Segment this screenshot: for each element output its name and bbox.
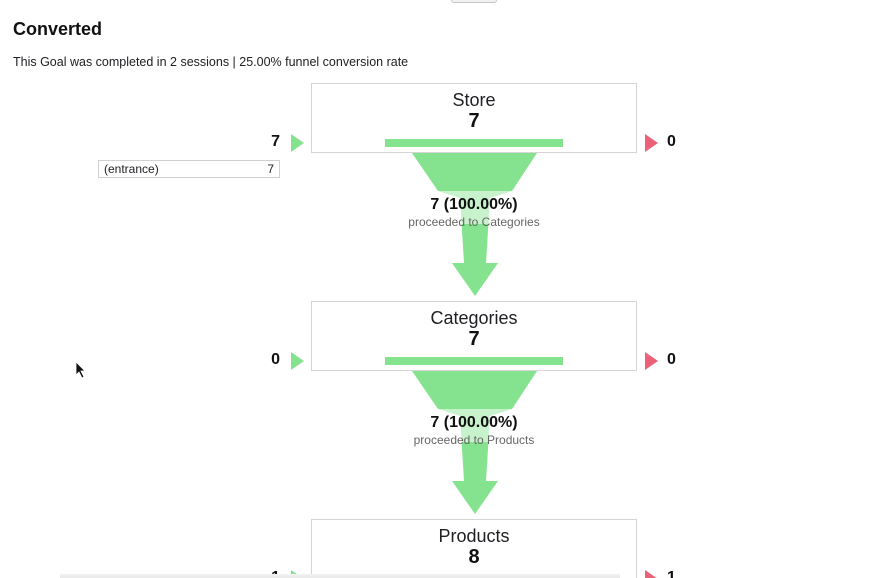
proceed-count: 7 (100.00%) bbox=[430, 414, 518, 431]
step-name: Store bbox=[452, 90, 496, 110]
step-progress-bar bbox=[385, 139, 563, 147]
exit-arrow-icon bbox=[645, 352, 658, 370]
funnel-connector-1 bbox=[412, 153, 537, 296]
proceed-text: proceeded to Categories bbox=[408, 215, 540, 229]
entry-arrow-icon bbox=[291, 352, 304, 370]
step-exits-count[interactable]: 1 bbox=[667, 569, 676, 578]
step-name: Categories bbox=[430, 308, 518, 328]
section-title: Converted bbox=[13, 19, 103, 39]
step-exits-count[interactable]: 0 bbox=[667, 351, 676, 368]
step-entries-count: 1 bbox=[250, 569, 280, 578]
funnel-step-store[interactable]: Store 7 bbox=[311, 83, 637, 153]
entrance-source-label: (entrance) bbox=[104, 162, 159, 176]
bottom-panel-edge bbox=[60, 574, 620, 578]
entrance-source-value: 7 bbox=[267, 162, 274, 176]
step-progress-bar bbox=[385, 357, 563, 365]
top-partial-button[interactable] bbox=[451, 0, 497, 3]
step-exits-count[interactable]: 0 bbox=[667, 133, 676, 150]
mouse-cursor-icon bbox=[75, 361, 86, 379]
exit-arrow-icon bbox=[645, 570, 658, 578]
funnel-connector-2 bbox=[412, 371, 537, 514]
step-name: Products bbox=[438, 526, 510, 546]
conversion-summary: This Goal was completed in 2 sessions | … bbox=[13, 55, 409, 69]
step-count: 7 bbox=[468, 328, 480, 350]
step-count: 8 bbox=[468, 546, 480, 568]
proceed-text: proceeded to Products bbox=[413, 433, 535, 447]
entrance-source-row[interactable]: (entrance) 7 bbox=[98, 160, 280, 178]
proceed-count: 7 (100.00%) bbox=[430, 196, 518, 213]
step-count: 7 bbox=[468, 110, 480, 132]
exit-arrow-icon bbox=[645, 134, 658, 152]
funnel-step-categories[interactable]: Categories 7 bbox=[311, 301, 637, 371]
funnel-step-products[interactable]: Products 8 bbox=[311, 519, 637, 578]
step-entries-count: 7 bbox=[271, 133, 280, 150]
step-entries-count: 0 bbox=[271, 351, 280, 368]
entry-arrow-icon bbox=[291, 134, 304, 152]
